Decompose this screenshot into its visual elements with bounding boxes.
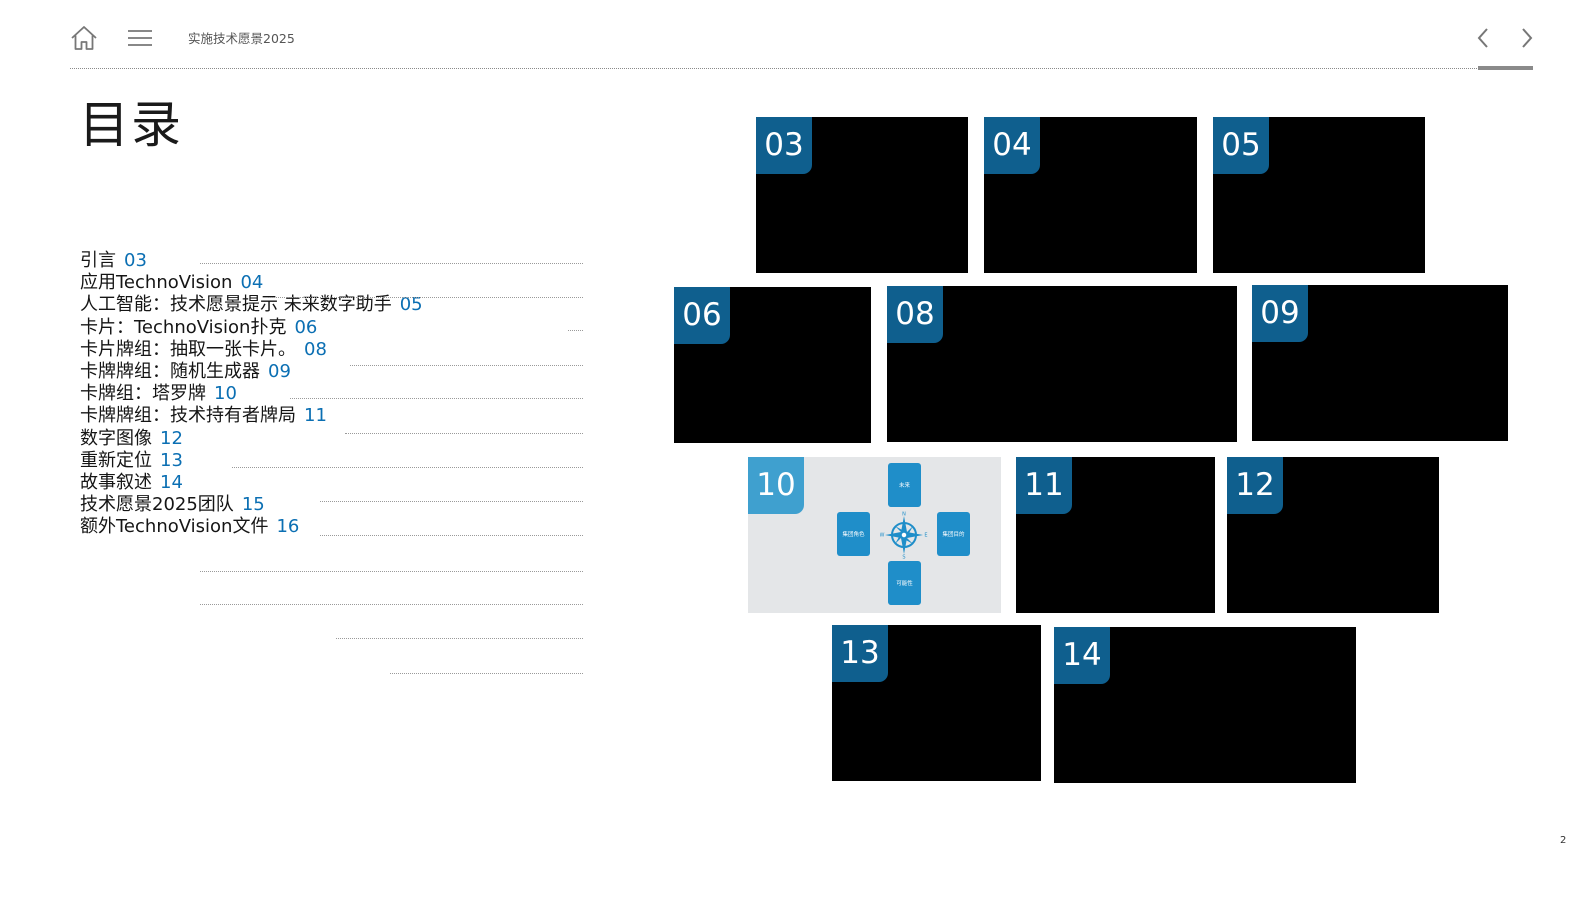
toc-item-tech-holder-game[interactable]: 卡牌牌组：技术持有者牌局 11 — [80, 405, 423, 427]
toc-label: 卡牌牌组：技术持有者牌局 — [80, 405, 296, 427]
header-divider — [70, 68, 1531, 69]
toc-page-number: 14 — [160, 471, 183, 493]
dotted-leader-line — [200, 263, 583, 264]
chevron-right-icon — [1522, 28, 1533, 48]
toc-label: 额外TechnoVision文件 — [80, 516, 269, 538]
compass-icon: N S W E — [880, 512, 928, 560]
home-button[interactable] — [70, 24, 98, 52]
toc-page-number: 06 — [294, 316, 318, 338]
toc-page-number: 05 — [399, 294, 423, 316]
table-of-contents: 引言 03 应用TechnoVision 04 人工智能：技术愿景提示 未来数字助手… — [80, 250, 423, 538]
chevron-left-icon — [1477, 28, 1488, 48]
dotted-leader-line — [268, 297, 583, 298]
menu-icon — [128, 30, 152, 46]
toc-item-team[interactable]: 技术愿景2025团队 15 — [80, 494, 423, 516]
thumbnail-page-13[interactable]: 13 — [832, 625, 1041, 781]
toc-item-tarot[interactable]: 卡牌组：塔罗牌 10 — [80, 383, 423, 405]
thumbnail-number-badge: 13 — [832, 625, 888, 682]
toc-page-number: 04 — [240, 272, 264, 294]
thumbnail-number-badge: 14 — [1054, 627, 1110, 684]
previous-page-button[interactable] — [1470, 24, 1496, 52]
dotted-leader-line — [200, 604, 583, 605]
thumbnail-page-10[interactable]: 10 未来 集团角色 集团目的 可能性 N S W E — [748, 457, 1001, 613]
toc-label: 技术愿景2025团队 — [80, 494, 234, 516]
thumbnail-page-03[interactable]: 03 — [756, 117, 968, 273]
thumbnail-page-04[interactable]: 04 — [984, 117, 1197, 273]
toc-item-digital-images[interactable]: 数字图像 12 — [80, 428, 423, 450]
tarot-card-right: 集团目的 — [937, 512, 970, 556]
thumbnail-page-12[interactable]: 12 — [1227, 457, 1439, 613]
page-number: 2 — [1560, 835, 1567, 846]
thumbnail-number-badge: 08 — [887, 286, 943, 343]
toc-item-random-generator[interactable]: 卡牌牌组：随机生成器 09 — [80, 361, 423, 383]
toc-page-number: 12 — [160, 427, 183, 449]
toc-item-extra-files[interactable]: 额外TechnoVision文件 16 — [80, 516, 423, 538]
thumbnail-number-badge: 04 — [984, 117, 1040, 174]
thumbnail-page-06[interactable]: 06 — [674, 287, 871, 443]
dotted-leader-line — [336, 638, 583, 639]
toc-page-number: 11 — [304, 405, 327, 427]
thumbnail-page-14[interactable]: 14 — [1054, 627, 1356, 783]
toc-page-number: 08 — [304, 338, 327, 360]
dotted-leader-line — [350, 365, 583, 366]
dotted-leader-line — [200, 571, 583, 572]
menu-button[interactable] — [126, 24, 154, 52]
compass-letter-e: E — [924, 533, 927, 539]
next-page-button[interactable] — [1514, 24, 1540, 52]
thumbnail-number-badge: 03 — [756, 117, 812, 174]
dotted-leader-line — [290, 398, 583, 399]
thumbnail-number-badge: 11 — [1016, 457, 1072, 514]
toc-label: 故事叙述 — [80, 471, 152, 493]
toc-item-introduction[interactable]: 引言 03 — [80, 250, 423, 272]
compass-letter-n: N — [902, 512, 906, 518]
toc-label: 卡牌牌组：随机生成器 — [80, 360, 260, 382]
toc-label: 卡片牌组：抽取一张卡片。 — [80, 338, 296, 360]
toc-item-ai-assistant[interactable]: 人工智能：技术愿景提示 未来数字助手 05 — [80, 294, 423, 316]
tarot-card-top: 未来 — [888, 463, 921, 507]
toc-item-technovision-poker[interactable]: 卡片：TechnoVision扑克 06 — [80, 317, 423, 339]
toc-item-repositioning[interactable]: 重新定位 13 — [80, 450, 423, 472]
thumbnail-page-11[interactable]: 11 — [1016, 457, 1215, 613]
thumbnail-number-badge: 10 — [748, 457, 804, 514]
dotted-leader-line — [232, 467, 583, 468]
toc-page-number: 15 — [241, 494, 265, 516]
toc-page-number: 13 — [160, 449, 183, 471]
thumbnail-page-05[interactable]: 05 — [1213, 117, 1425, 273]
compass-letter-s: S — [902, 555, 905, 560]
toc-page-number: 03 — [124, 250, 147, 271]
toc-label: 应用TechnoVision — [80, 272, 233, 294]
tarot-card-left: 集团角色 — [837, 512, 870, 556]
toc-label: 重新定位 — [80, 449, 152, 471]
thumbnail-number-badge: 06 — [674, 287, 730, 344]
toc-label: 卡片：TechnoVision扑克 — [80, 316, 287, 338]
document-title: 实施技术愿景2025 — [188, 31, 295, 46]
thumbnail-number-badge: 05 — [1213, 117, 1269, 174]
toc-label: 人工智能：技术愿景提示 未来数字助手 — [80, 294, 392, 316]
home-icon — [71, 26, 97, 50]
dotted-leader-line — [568, 330, 583, 331]
thumbnail-page-09[interactable]: 09 — [1252, 285, 1508, 441]
dotted-leader-line — [320, 501, 583, 502]
thumbnail-page-08[interactable]: 08 — [887, 286, 1237, 442]
toc-item-draw-a-card[interactable]: 卡片牌组：抽取一张卡片。 08 — [80, 339, 423, 361]
tarot-card-bottom: 可能性 — [888, 561, 921, 605]
toc-label: 引言 — [80, 250, 116, 271]
toc-page-number: 16 — [276, 516, 300, 538]
dotted-leader-line — [320, 535, 583, 536]
toc-label: 数字图像 — [80, 427, 152, 449]
page-progress-indicator — [1478, 66, 1533, 70]
thumbnail-number-badge: 09 — [1252, 285, 1308, 342]
toc-page-number: 10 — [214, 383, 237, 405]
dotted-leader-line — [345, 433, 583, 434]
compass-letter-w: W — [880, 533, 885, 539]
dotted-leader-line — [390, 673, 583, 674]
toc-item-storytelling[interactable]: 故事叙述 14 — [80, 472, 423, 494]
page-title: 目录 — [79, 96, 183, 154]
thumbnail-number-badge: 12 — [1227, 457, 1283, 514]
toc-label: 卡牌组：塔罗牌 — [80, 383, 206, 405]
toc-item-apply-technovision[interactable]: 应用TechnoVision 04 — [80, 272, 423, 294]
toc-page-number: 09 — [268, 360, 291, 382]
